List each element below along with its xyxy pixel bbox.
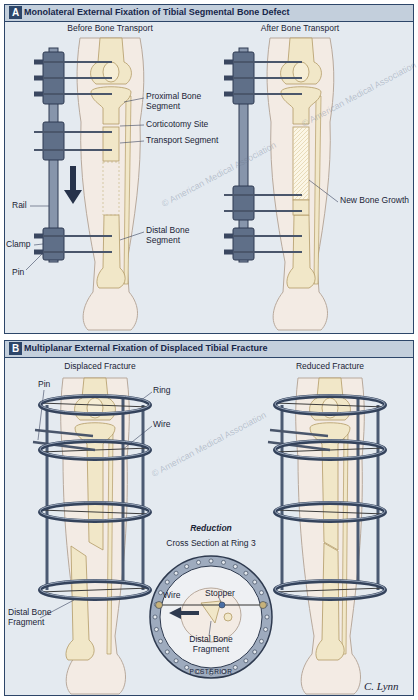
leg-displaced [61,378,130,694]
ring-hole [253,650,257,654]
wire [157,604,265,605]
part-label: Clamp [6,240,36,250]
leg-displaced-group [33,378,150,694]
ring-hole [259,639,263,643]
tibia-section [201,601,221,623]
ring-hole [244,571,248,575]
ring-hole [233,565,237,569]
view-title: Reduced Fracture [265,362,395,372]
part-label: Ring [153,386,183,396]
part-label: Distal Bone Segment [146,226,216,245]
ring-hole [253,580,257,584]
view-title: After Bone Transport [230,24,370,34]
cross-section-circle: Cross Section at Ring 3WireStopperDistal… [149,555,273,679]
ring-hole [159,639,163,643]
ring-hole [154,627,158,631]
cross-section-outline [149,555,273,679]
part-label: Wire [153,420,183,430]
step-label: Reduction [166,524,256,534]
ring-hole [221,560,225,564]
transport-pins [34,132,112,150]
transport-clamp [43,122,64,160]
artist-signature: C. Lynn [364,680,412,692]
ring-hole [159,591,163,595]
ring-hole [153,615,157,619]
leg-reduced-group [268,378,385,694]
part-label: Pin [38,380,68,390]
part-label: Proximal Bone Segment [146,92,216,111]
leg-after [267,38,334,330]
leader-lines [38,390,152,618]
distal-bone-fragment [66,546,94,660]
wire-bolt [156,602,163,609]
ring-hole [174,571,178,575]
rings-reduced [268,395,385,599]
part-label: Distal Bone Fragment [8,608,68,627]
part-label: Transport Segment [146,136,236,146]
fibula-section [224,613,232,621]
ring-hole [185,665,189,669]
part-label: Distal Bone Fragment [181,635,241,654]
part-label: New Bone Growth [340,196,410,206]
fixator-before [34,48,112,262]
ring-hole [264,627,268,631]
leg-reduced [296,378,365,694]
ring-hole [165,580,169,584]
part-label: Rail [12,201,42,211]
inset-heading: Cross Section at Ring 3 [129,539,293,549]
leg-after-group [224,38,334,330]
ring-hole [244,659,248,663]
panel-title: Monolateral External Fixation of Tibial … [24,6,289,19]
watermark: © American Medical Association [300,60,418,129]
transport-segment [293,200,309,215]
ring-inner [160,566,262,668]
ring-hole [165,650,169,654]
stopper [219,602,225,608]
new-bone-texture [293,127,309,200]
transport-pins [224,195,302,211]
transport-clamp [233,186,254,220]
leader-lines [209,598,221,636]
part-label: Corticotomy Site [146,120,236,130]
panel-letter: B [9,342,22,355]
ring-hole [197,560,201,564]
leader-lines [26,98,338,270]
bone-defect-outline [103,162,119,215]
leg-before [77,38,144,330]
rings-displaced [33,395,150,599]
view-title: Before Bone Transport [40,24,180,34]
part-label: Pin [12,268,42,278]
ring-hole [174,659,178,663]
ring-hole [209,559,213,563]
panel-title: Multiplanar External Fixation of Displac… [24,342,267,355]
wire-bolt [260,602,267,609]
reduction-arrow [169,607,199,619]
panel-band: AMonolateral External Fixation of Tibial… [4,4,414,334]
distal-bone-fragment [316,543,344,660]
panel-letter: A [9,6,22,19]
ring-hole [233,665,237,669]
watermark: © American Medical Association [160,140,278,209]
ring-outer [150,556,272,678]
ring-hole [265,615,269,619]
transport-arrow [64,166,82,204]
new-bone [293,127,309,200]
part-label: Wire [163,591,193,601]
view-title: Displaced Fracture [35,362,165,372]
ring-hole [259,591,263,595]
ring-hole [185,565,189,569]
part-label: Stopper [205,589,245,599]
orientation-label: POSTERIOR [181,668,241,675]
